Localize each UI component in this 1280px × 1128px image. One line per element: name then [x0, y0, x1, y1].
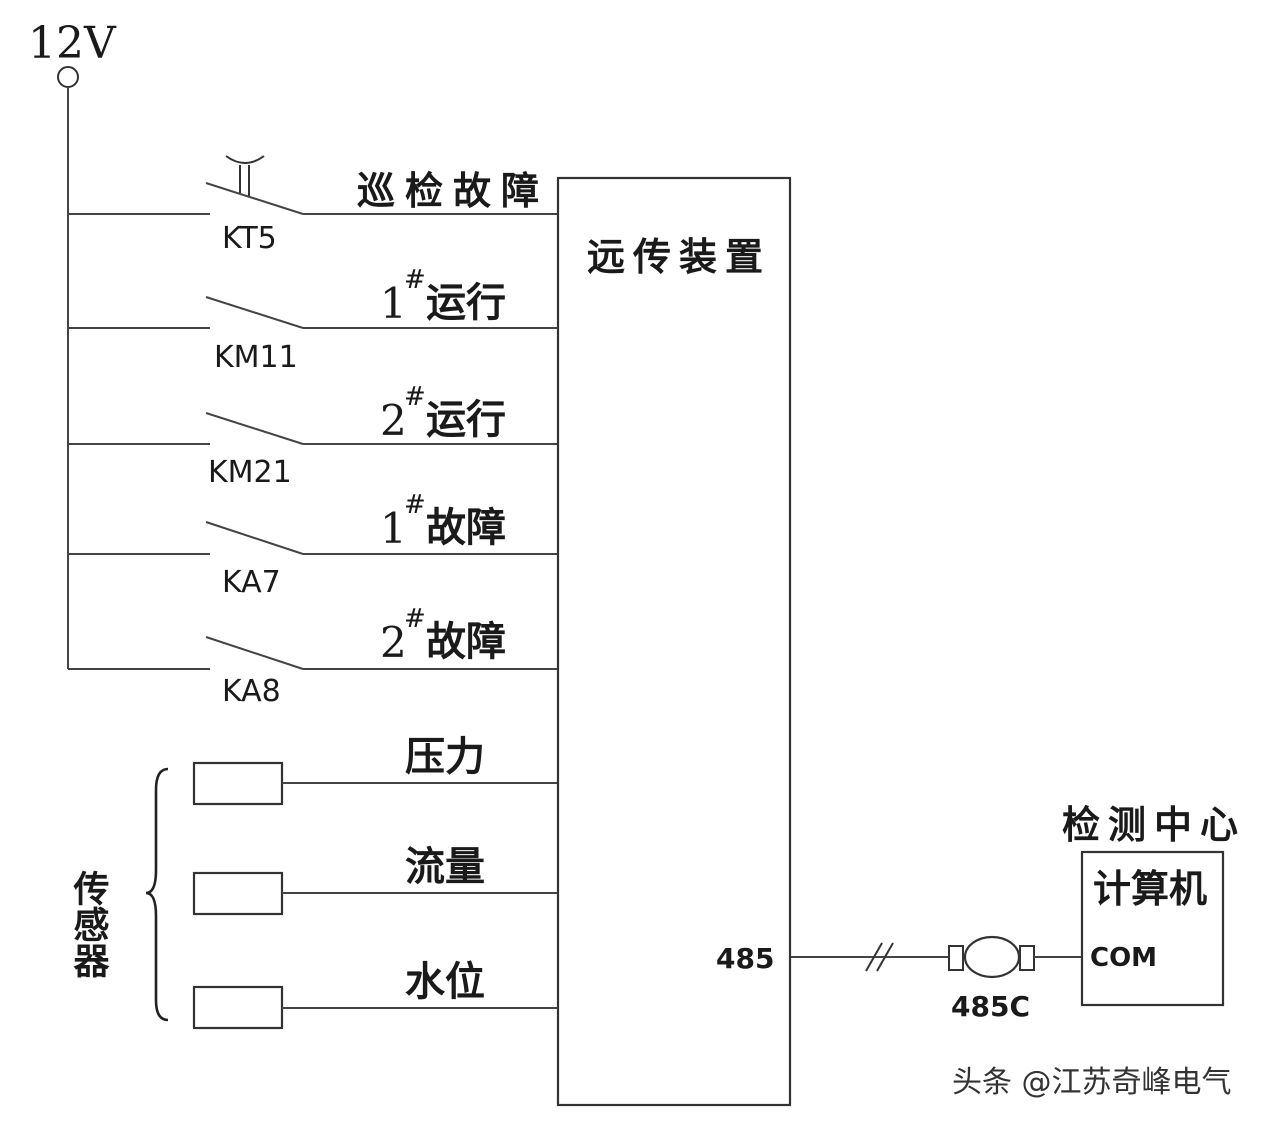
converter-label: 485C	[951, 990, 1030, 1023]
supply-voltage-label: 12V	[28, 18, 117, 69]
watermark: 头条 @江苏奇峰电气	[952, 1065, 1232, 1100]
signal-prefix: 2	[380, 396, 407, 445]
supply-terminal	[57, 66, 79, 88]
sensor-label: 压力	[405, 734, 485, 780]
switch-label-km11: KM11	[214, 340, 298, 375]
center-title: 检测中心	[1062, 803, 1246, 847]
signal-prefix: 1	[380, 279, 407, 328]
converter-485c	[948, 935, 1035, 979]
break-mark-1	[865, 942, 883, 972]
switch-label-ka7: KA7	[222, 565, 281, 600]
computer-label: 计算机	[1093, 867, 1207, 911]
sensor-row-flow: 流量	[192, 844, 557, 916]
signal-superscript: #	[404, 490, 426, 520]
remote-device-title: 远传装置	[587, 235, 771, 279]
sensor-box	[192, 871, 284, 916]
signal-label-patrol-fault: 巡检故障	[357, 169, 549, 213]
break-mark-2	[876, 942, 894, 972]
com-port-label: COM	[1090, 943, 1157, 973]
sensor-row-pressure: 压力	[192, 734, 557, 806]
signal-text: 故障	[426, 505, 506, 551]
switch-branch-kt5	[68, 155, 557, 215]
sensor-group-label: 传感器	[68, 870, 111, 978]
signal-label-1-run: 1 # 运行	[380, 265, 506, 328]
switch-label-kt5: KT5	[222, 221, 277, 256]
signal-text: 运行	[426, 280, 506, 326]
signal-text: 运行	[426, 397, 506, 443]
switch-branch-ka8	[68, 636, 557, 670]
sensor-group-brace	[145, 767, 169, 1022]
switch-branch-ka7	[68, 521, 557, 555]
signal-superscript: #	[404, 604, 426, 634]
signal-text: 故障	[426, 619, 506, 665]
sensor-label: 流量	[405, 844, 485, 890]
switch-branch-km11	[68, 296, 557, 329]
sensor-row-water-level: 水位	[192, 959, 557, 1030]
switch-label-ka8: KA8	[222, 674, 281, 709]
switch-label-km21: KM21	[208, 455, 292, 490]
computer-box	[1080, 850, 1225, 1007]
signal-superscript: #	[404, 382, 426, 412]
switch-branch-km21	[68, 412, 557, 445]
signal-prefix: 2	[380, 618, 407, 667]
sensor-box	[192, 761, 284, 806]
sensor-label: 水位	[405, 959, 485, 1005]
signal-label-2-run: 2 # 运行	[380, 382, 506, 445]
signal-label-1-fault: 1 # 故障	[380, 490, 506, 553]
device-port-label: 485	[716, 942, 774, 975]
signal-superscript: #	[404, 265, 426, 295]
signal-prefix: 1	[380, 504, 407, 553]
sensor-box	[192, 985, 284, 1030]
remote-device-box	[556, 176, 792, 1107]
signal-label-2-fault: 2 # 故障	[380, 604, 506, 667]
